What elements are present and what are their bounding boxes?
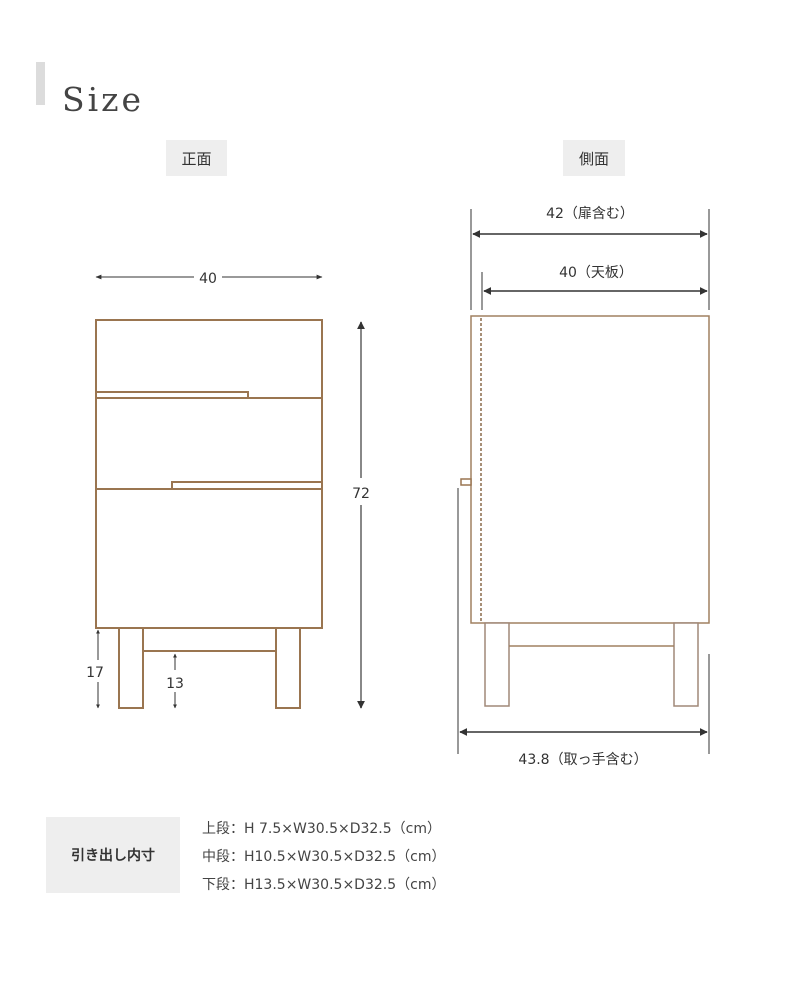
- side-depth-door-value: 42（扉含む）: [546, 206, 634, 222]
- stretcher-clearance-dimension: 13: [166, 653, 184, 709]
- side-handle: [460, 478, 472, 486]
- front-width-value: 40: [199, 271, 217, 287]
- side-back-leg: [673, 622, 699, 707]
- drawer-spec-bottom: 下段：H13.5×W30.5×D32.5（cm）: [202, 877, 446, 893]
- front-right-leg: [275, 627, 301, 709]
- side-depth-handle-dimension: 43.8（取っ手含む）: [459, 728, 708, 768]
- side-depth-top-dimension: 40（天板）: [483, 265, 708, 295]
- front-view: 40 72 17 13: [86, 271, 370, 709]
- drawer-specs-list: 上段：H 7.5×W30.5×D32.5（cm） 中段：H10.5×W30.5×…: [202, 815, 445, 899]
- side-depth-handle-value: 43.8（取っ手含む）: [518, 752, 647, 768]
- side-depth-top-value: 40（天板）: [559, 265, 633, 281]
- drawer-spec-top: 上段：H 7.5×W30.5×D32.5（cm）: [202, 821, 442, 837]
- page-title: Size: [62, 80, 145, 120]
- side-front-leg: [484, 622, 510, 707]
- drawer-specs-label: 引き出し内寸: [46, 817, 180, 893]
- front-view-label: 正面: [166, 140, 227, 176]
- front-height-dimension: 72: [352, 321, 370, 709]
- side-view-label: 側面: [563, 140, 625, 176]
- title-accent-bar: [36, 62, 45, 105]
- front-cabinet-body: [95, 319, 323, 629]
- middle-drawer-handle: [171, 481, 323, 490]
- front-width-dimension: 40: [95, 271, 323, 287]
- side-cabinet-body: [470, 315, 710, 624]
- front-height-value: 72: [352, 486, 370, 502]
- drawer-spec-middle: 中段：H10.5×W30.5×D32.5（cm）: [202, 849, 446, 865]
- top-drawer-handle: [95, 391, 249, 399]
- front-left-leg: [118, 627, 144, 709]
- stretcher-clearance-value: 13: [166, 676, 184, 692]
- leg-height-dimension: 17: [86, 629, 104, 709]
- leg-height-value: 17: [86, 665, 104, 681]
- side-view: 42（扉含む） 40（天板） 43.8（取っ手含む）: [457, 206, 710, 768]
- side-depth-door-dimension: 42（扉含む）: [472, 206, 708, 238]
